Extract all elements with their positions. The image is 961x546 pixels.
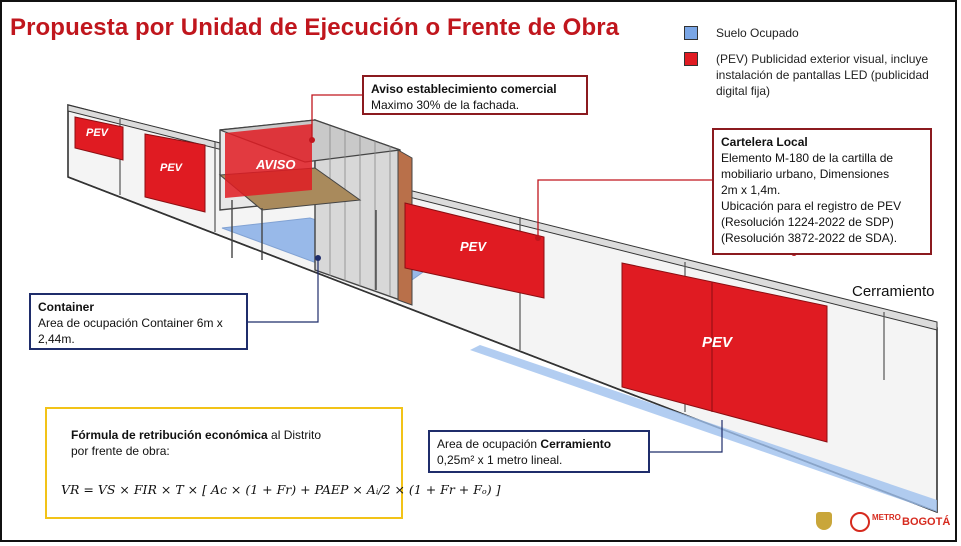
- fence-occupied-ground: [470, 345, 937, 512]
- aviso-callout: Aviso establecimiento comercial Maximo 3…: [362, 75, 588, 115]
- page-title: Propuesta por Unidad de Ejecución o Fren…: [10, 14, 620, 41]
- formula-expression: VR = VS × FIR × T × [ Aᴄ × (1 + Fr) + PA…: [61, 482, 501, 497]
- pev-panel-3: [404, 202, 545, 299]
- legend-suelo-label: Suelo Ocupado: [716, 26, 799, 40]
- cartelera-line6: (Resolución 3872-2022 de SDA).: [721, 231, 898, 245]
- metro-logo-text: METRO: [872, 513, 901, 522]
- legend-pev-swatch: [684, 52, 698, 66]
- pev-label-2: PEV: [160, 162, 183, 174]
- container-callout: Container Area de ocupación Container 6m…: [29, 293, 248, 350]
- pev-panel-4: [621, 262, 828, 443]
- cerramiento-callout: Area de ocupación Cerramiento 0,25m² x 1…: [428, 430, 650, 473]
- cartelera-line1: Elemento M-180 de la cartilla de: [721, 151, 894, 165]
- bogota-crest-icon: [816, 512, 832, 530]
- pev-label-1: PEV: [86, 127, 109, 139]
- leader-lines: [311, 94, 712, 238]
- cartelera-line4: Ubicación para el registro de PEV: [721, 199, 902, 213]
- cartelera-callout: Cartelera Local Elemento M-180 de la car…: [712, 128, 932, 255]
- formula-title-bold: Fórmula de retribución económica: [71, 428, 268, 442]
- container-callout-text: Area de ocupación Container 6m x 2,44m.: [38, 316, 223, 346]
- pev-panel-2: [144, 133, 206, 213]
- legend-pev-label: (PEV) Publicidad exterior visual, incluy…: [716, 52, 929, 98]
- cerramiento-callout-prefix: Area de ocupación: [437, 437, 541, 451]
- legend-suelo-swatch: [684, 26, 698, 40]
- pev-label-4: PEV: [702, 334, 733, 351]
- cerramiento-callout-text: 0,25m² x 1 metro lineal.: [437, 453, 563, 467]
- cartelera-line3: 2m x 1,4m.: [721, 183, 781, 197]
- cartelera-line2: mobiliario urbano, Dimensiones: [721, 167, 890, 181]
- aviso-label: AVISO: [256, 157, 296, 172]
- cartelera-line5: (Resolución 1224-2022 de SDP): [721, 215, 894, 229]
- cerramiento-callout-bold: Cerramiento: [540, 437, 612, 451]
- pev-panel-1: [74, 116, 124, 161]
- formula-line2: por frente de obra:: [71, 444, 170, 458]
- container: [218, 119, 413, 306]
- formula-box: Fórmula de retribución económica al Dist…: [45, 407, 500, 519]
- bogota-logo-text: BOGOTÁ: [902, 516, 951, 528]
- cerramiento-label: Cerramiento: [852, 283, 935, 300]
- aviso-callout-title: Aviso establecimiento comercial: [371, 82, 557, 96]
- container-callout-title: Container: [38, 300, 95, 314]
- aviso-callout-text: Maximo 30% de la fachada.: [371, 98, 520, 112]
- metro-logo-icon: [850, 512, 870, 532]
- pev-label-3: PEV: [460, 239, 487, 254]
- formula-title-rest: al Distrito: [267, 428, 322, 442]
- cartelera-callout-title: Cartelera Local: [721, 135, 808, 149]
